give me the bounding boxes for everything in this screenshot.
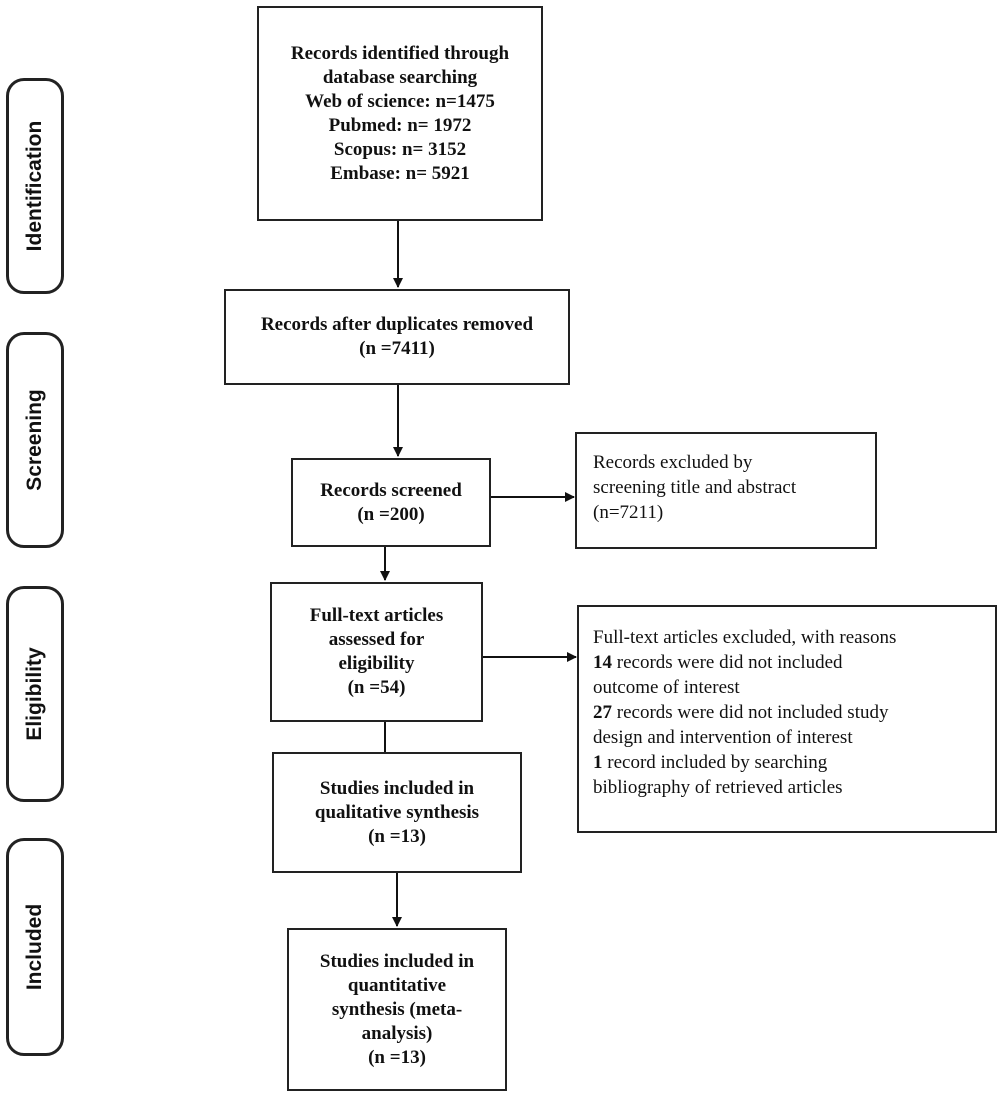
records-screened-box: Records screened (n =200): [291, 458, 491, 547]
identified-line: database searching: [322, 66, 478, 88]
identified-line: Records identified through: [290, 42, 510, 64]
screening-excluded-line: (n=7211): [593, 502, 664, 523]
fulltext-line: assessed for: [328, 629, 425, 650]
quantitative-line: synthesis (meta-: [331, 998, 463, 1020]
screening-excluded-line: Records excluded by: [593, 452, 753, 473]
fulltext-assessed-box: Full-text articles assessed for eligibil…: [270, 582, 483, 722]
screening-excluded-box: Records excluded by screening title and …: [575, 432, 877, 549]
qualitative-synthesis-box: Studies included in qualitative synthesi…: [272, 752, 522, 873]
reason-continuation: outcome of interest: [593, 677, 740, 698]
identified-line: Web of science: n=1475: [305, 90, 495, 112]
screened-line: Records screened: [320, 479, 462, 501]
qualitative-line: Studies included in: [319, 777, 475, 799]
stage-included: Included: [6, 838, 64, 1056]
quantitative-synthesis-box: Studies included in quantitative synthes…: [287, 928, 507, 1091]
exclusion-reason-3: 1 record included by searching: [593, 750, 981, 775]
exclusion-reason-1: 14 records were did not included: [593, 650, 981, 675]
identified-line: Scopus: n= 3152: [333, 138, 467, 160]
quantitative-line: (n =13): [368, 1046, 426, 1068]
records-identified-box: Records identified through database sear…: [257, 6, 543, 221]
deduplicated-line: (n =7411): [359, 338, 435, 359]
exclusion-reason-2: 27 records were did not included study: [593, 700, 981, 725]
fulltext-excluded-box: Full-text articles excluded, with reason…: [577, 605, 997, 833]
screening-excluded-line: screening title and abstract: [593, 477, 797, 498]
records-deduplicated-box: Records after duplicates removed (n =741…: [224, 289, 570, 385]
reason-count: 27: [593, 702, 612, 723]
stage-eligibility: Eligibility: [6, 586, 64, 802]
identified-line: Embase: n= 5921: [330, 162, 470, 184]
quantitative-line: analysis): [361, 1022, 433, 1044]
quantitative-line: quantitative: [347, 974, 447, 996]
stage-identification: Identification: [6, 78, 64, 294]
stage-screening: Screening: [6, 332, 64, 548]
reason-text: record included by searching: [602, 752, 828, 773]
fulltext-line: Full-text articles: [309, 605, 444, 626]
reason-continuation: bibliography of retrieved articles: [593, 777, 843, 798]
reason-text: records were did not included study: [612, 702, 889, 723]
identified-line: Pubmed: n= 1972: [328, 114, 472, 136]
qualitative-line: (n =13): [368, 825, 426, 847]
quantitative-line: Studies included in: [319, 950, 475, 972]
deduplicated-line: Records after duplicates removed: [260, 314, 534, 335]
reason-continuation: design and intervention of interest: [593, 727, 853, 748]
fulltext-excluded-header: Full-text articles excluded, with reason…: [593, 627, 897, 648]
qualitative-line: qualitative synthesis: [314, 801, 480, 823]
reason-count: 14: [593, 652, 612, 673]
fulltext-line: (n =54): [347, 677, 406, 698]
screened-line: (n =200): [357, 503, 425, 525]
reason-count: 1: [593, 752, 603, 773]
reason-text: records were did not included: [612, 652, 843, 673]
fulltext-line: eligibility: [338, 653, 415, 674]
